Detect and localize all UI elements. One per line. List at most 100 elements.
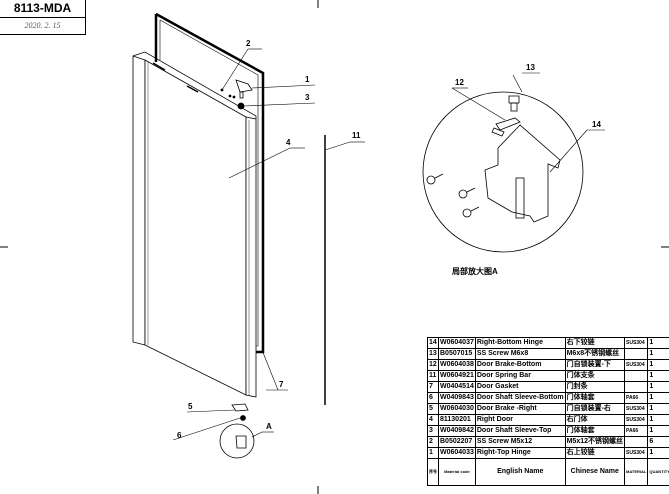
bom-cell-qty: 1 (647, 414, 669, 426)
bom-header-cell: 序号 (427, 458, 439, 486)
bom-header-cell: English Name (474, 458, 566, 486)
callout-2: 2 (246, 39, 251, 48)
bom-cell-material (623, 436, 649, 448)
bom-header-cell: Material code (438, 458, 476, 486)
bom-cell-code: 81130201 (438, 414, 476, 426)
bom-cell-en: SS Screw M5x12 (474, 436, 566, 448)
bom-cell-en: Door Brake -Right (474, 403, 566, 415)
bom-cell-no: 11 (427, 370, 439, 382)
bom-cell-code: W0409842 (438, 425, 476, 437)
bom-cell-qty: 1 (647, 425, 669, 437)
bom-cell-material: SUS304 (623, 414, 649, 426)
bom-cell-qty: 1 (647, 447, 669, 459)
title-block: 8113-MDA 2020. 2. 15 (0, 0, 86, 35)
bom-cell-cn: 门封条 (564, 381, 626, 393)
bom-cell-code: B0507015 (438, 348, 476, 360)
bom-cell-material: SUS304 (623, 359, 649, 371)
bom-cell-code: W0604037 (438, 337, 476, 349)
bom-cell-code: W0604030 (438, 403, 476, 415)
bom-cell-code: W0604921 (438, 370, 476, 382)
bom-cell-qty: 1 (647, 370, 669, 382)
bom-cell-qty: 6 (647, 436, 669, 448)
bom-cell-en: Door Gasket (474, 381, 566, 393)
bom-cell-en: Door Shaft Sleeve-Bottom (474, 392, 566, 404)
callout-1: 1 (305, 75, 310, 84)
bom-cell-material: PA66 (623, 392, 649, 404)
callout-7: 7 (279, 380, 284, 389)
callout-3: 3 (305, 93, 310, 102)
bom-cell-no: 14 (427, 337, 439, 349)
bom-cell-qty: 1 (647, 359, 669, 371)
bom-cell-code: W0404514 (438, 381, 476, 393)
callout-13: 13 (526, 63, 535, 72)
bom-cell-no: 3 (427, 425, 439, 437)
bom-cell-cn: 右门体 (564, 414, 626, 426)
callout-12: 12 (455, 78, 464, 87)
right-door (132, 51, 257, 398)
callout-leaders (172, 48, 365, 441)
bom-cell-no: 12 (427, 359, 439, 371)
bom-cell-code: B0502207 (438, 436, 476, 448)
bom-cell-material: SUS304 (623, 403, 649, 415)
callout-6: 6 (177, 431, 182, 440)
bom-cell-code: W0604033 (438, 447, 476, 459)
drawing-date: 2020. 2. 15 (24, 21, 61, 30)
bom-cell-cn: 右下铰链 (564, 337, 626, 349)
callout-5: 5 (188, 402, 193, 411)
bom-cell-material: SUS304 (623, 447, 649, 459)
bom-cell-en: Right-Top Hinge (474, 447, 566, 459)
bom-cell-qty: 1 (647, 403, 669, 415)
bom-cell-cn: 门自锁装置-下 (564, 359, 626, 371)
callout-4: 4 (286, 138, 291, 147)
bom-cell-no: 1 (427, 447, 439, 459)
bom-cell-material (623, 348, 649, 360)
bom-cell-en: Door Shaft Sleeve-Top (474, 425, 566, 437)
bom-cell-material: PA66 (623, 425, 649, 437)
bom-cell-material (623, 381, 649, 393)
bom-cell-en: Door Brake-Bottom (474, 359, 566, 371)
bom-header-cell: MATERIAL (623, 458, 649, 486)
bom-cell-code: W0604038 (438, 359, 476, 371)
model-number: 8113-MDA (0, 0, 85, 18)
bom-cell-material (623, 370, 649, 382)
bom-cell-no: 6 (427, 392, 439, 404)
bom-header-cell: QUANTITY (647, 458, 669, 486)
bom-cell-en: Right Door (474, 414, 566, 426)
bom-cell-en: Right-Bottom Hinge (474, 337, 566, 349)
bom-cell-code: W0409843 (438, 392, 476, 404)
detail-view-A (422, 72, 605, 253)
bom-cell-qty: 1 (647, 337, 669, 349)
bom-cell-cn: M6x8不锈钢螺丝 (564, 348, 626, 360)
bom-cell-en: SS Screw M6x8 (474, 348, 566, 360)
bom-cell-material: SUS304 (623, 337, 649, 349)
bom-cell-no: 4 (427, 414, 439, 426)
bom-cell-cn: 门体轴套 (564, 425, 626, 437)
detail-caption: 局部放大图A (452, 267, 498, 276)
top-hinge-parts (220, 79, 253, 110)
bom-cell-no: 7 (427, 381, 439, 393)
bom-cell-cn: 门自锁装置-右 (564, 403, 626, 415)
bom-cell-cn: 门体支条 (564, 370, 626, 382)
callout-14: 14 (592, 120, 601, 129)
bom-cell-no: 13 (427, 348, 439, 360)
bom-cell-no: 5 (427, 403, 439, 415)
bom-cell-cn: 门体轴套 (564, 392, 626, 404)
callout-A: A (266, 422, 272, 431)
bom-cell-qty: 1 (647, 392, 669, 404)
bom-cell-cn: 右上铰链 (564, 447, 626, 459)
bom-cell-qty: 1 (647, 348, 669, 360)
